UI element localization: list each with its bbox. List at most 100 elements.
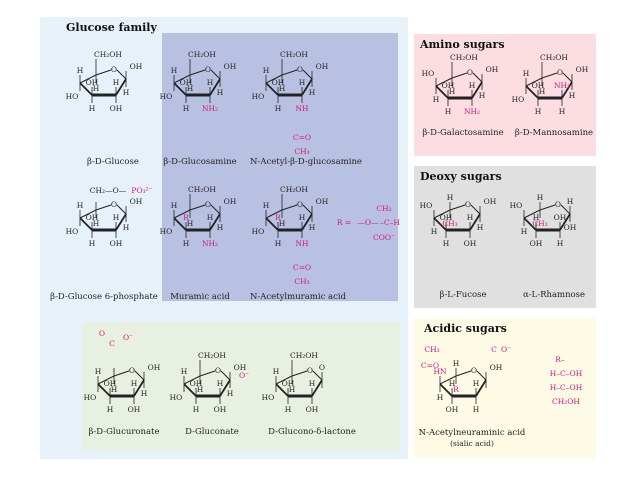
ring-bond [116,69,127,80]
substituent-up: OH [130,197,143,206]
substituent-down: CH₃ [532,219,547,228]
substituent-down: H [431,227,438,236]
ring-bond [116,204,127,215]
substituent-up: H [449,379,456,388]
substituent-up: HN [433,367,447,376]
ring-bond [475,379,487,397]
substituent-up: H [299,213,306,222]
nana-chain-2: H–C–OH [550,383,583,392]
substituent-down: H [187,84,194,93]
ring-bond [311,379,323,397]
acetyl-methyl: CH₃ [294,147,309,156]
substituent-up: OH [484,197,497,206]
substituent-down: OH [564,223,577,232]
ring-bond [439,383,453,397]
substituent-down: NH [295,104,309,113]
ring-oxygen: O [465,200,471,209]
ring-bond [133,379,145,397]
substituent-down: H [445,107,452,116]
substituent-down: H [275,104,282,113]
substituent-down: OH [446,405,459,414]
ring-bond [451,72,468,79]
substituent-up: H [537,193,544,202]
ring-bond [265,217,279,231]
ring-bond [559,213,571,231]
ring-oxygen: O [297,65,303,74]
substituent-up: H [95,367,102,376]
glucose-family-title: Glucose family [66,21,157,34]
substituent-down: H [183,104,190,113]
nana-chain-3: CH₂OH [552,397,580,406]
substituent-down: H [93,84,100,93]
r-carbon: –C–H [380,218,400,227]
acetyl-carbonyl: C=O [293,263,311,272]
ring-bond [433,217,447,231]
ring-bond [95,69,112,76]
ring-bond [173,217,187,231]
substituent-up: H [217,379,224,388]
ch2oh-label: CH₂OH [540,53,568,62]
substituent-up: H [207,213,214,222]
substituent-down: OH [464,239,477,248]
label-gluconate: D-Gluconate [185,427,239,437]
label-n-acetylmuramic-acid: N-Acetylmuramic acid [249,292,347,302]
substituent-up: H [207,78,214,87]
substituent-up: OH [440,213,453,222]
ring-bond [469,213,481,231]
substituent-up: OH [442,81,455,90]
ring-bond [97,383,111,397]
substituent-up: OH [532,81,545,90]
ring-bond [302,204,313,215]
carboxyl-oxygen-minus: O⁻ [123,333,133,342]
ring-bond [219,379,231,397]
ring-bond [210,69,221,80]
label-glucuronate: β-D-Glucuronate [88,427,160,437]
substituent-up: H [299,78,306,87]
ring-bond [79,74,97,84]
substituent-up: OH [272,78,285,87]
ring-bond [183,383,197,397]
substituent-down: H [449,87,456,96]
ring-oxygen: O [471,366,477,375]
substituent-up: H [273,367,280,376]
ring-bond [561,81,573,99]
substituent-down: H [187,219,194,228]
substituent-down: H [227,389,234,398]
substituent-down: H [89,104,96,113]
substituent-up: HO [420,201,433,210]
ring-bond [115,213,127,231]
ring-bond [173,209,191,219]
substituent-down: H [217,223,224,232]
gluconate-carboxylate: O⁻ [239,371,249,380]
substituent-down: H [275,239,282,248]
substituent-down: HO [252,92,265,101]
ring-bond [209,78,221,96]
ring-oxygen: O [205,65,211,74]
r-ether: —O— [357,218,379,227]
substituent-down: HO [84,393,97,402]
ring-bond [220,370,231,381]
label-fucose: β-L-Fucose [439,290,487,300]
ring-bond [265,74,283,84]
ring-oxygen: O [111,65,117,74]
substituent-up: H [567,197,574,206]
ring-bond [275,375,293,385]
glucose-amino-overlap-panel [162,33,398,301]
substituent-up: OH [86,78,99,87]
substituent-down: HO [66,227,79,236]
substituent-down: H [433,95,440,104]
ring-bond [449,204,466,211]
ch2oh-label: CH₂OH [188,50,216,59]
substituent-down: CH₃ [442,219,457,228]
substituent-down: HO [262,393,275,402]
ring-oxygen: O [205,200,211,209]
substituent-down: HO [160,92,173,101]
substituent-down: NH [295,239,309,248]
substituent-up: H [113,213,120,222]
substituent-up: H [263,201,270,210]
label-glucose: β-D-Glucose [87,157,139,167]
carboxyl-oxygen: O [99,329,105,338]
ring-bond [97,375,115,385]
label-sialic-acid: (sialic acid) [450,439,494,448]
ring-bond [525,77,543,87]
